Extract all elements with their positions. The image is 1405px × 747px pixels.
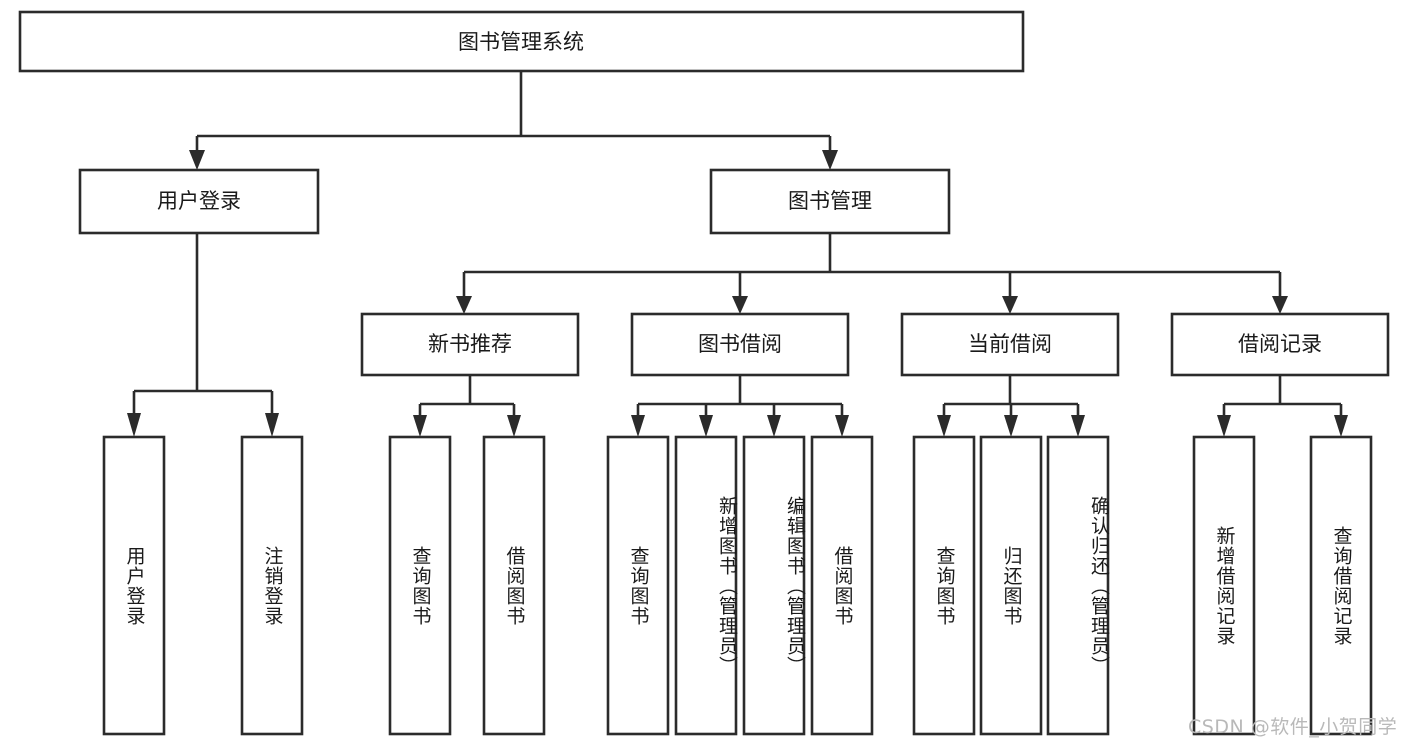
connector-group-new-book-recommend xyxy=(413,375,521,437)
arrow-borrow-record-leaf-1-icon xyxy=(1217,415,1231,437)
node-leaf-query-record-box[interactable] xyxy=(1309,435,1373,736)
node-book-manage-label: 图书管理 xyxy=(788,189,872,213)
arrow-root-to-user-login-icon xyxy=(189,150,205,170)
node-borrow-record[interactable]: 借阅记录 xyxy=(1170,312,1390,377)
node-book-manage[interactable]: 图书管理 xyxy=(709,168,951,235)
node-root-box[interactable] xyxy=(18,10,1025,73)
node-book-manage-box[interactable] xyxy=(709,168,951,235)
arrow-to-current-borrow-icon xyxy=(1002,296,1018,314)
node-user-login[interactable]: 用户登录 xyxy=(78,168,320,235)
connector-group-current-borrow xyxy=(937,375,1085,437)
arrow-user-login-leaf-2-icon xyxy=(265,413,279,437)
node-user-login-box[interactable] xyxy=(78,168,320,235)
arrow-book-borrow-leaf-3-icon xyxy=(767,415,781,437)
connector-group-root xyxy=(189,71,838,170)
node-leaf-add-record-box[interactable] xyxy=(1192,435,1256,736)
node-leaf-user-login-box[interactable] xyxy=(102,435,166,736)
arrow-current-borrow-leaf-2-icon xyxy=(1004,415,1018,437)
arrow-book-borrow-leaf-1-icon xyxy=(631,415,645,437)
node-book-borrow[interactable]: 图书借阅 xyxy=(630,312,850,377)
arrow-new-book-recommend-leaf-2-icon xyxy=(507,415,521,437)
arrow-user-login-leaf-1-icon xyxy=(127,413,141,437)
node-user-login-label: 用户登录 xyxy=(157,189,241,213)
arrow-borrow-record-leaf-2-icon xyxy=(1334,415,1348,437)
node-leaf-borrow-book-2-box[interactable] xyxy=(810,435,874,736)
node-current-borrow[interactable]: 当前借阅 xyxy=(900,312,1120,377)
node-current-borrow-box[interactable] xyxy=(900,312,1120,377)
node-new-book-recommend-label: 新书推荐 xyxy=(428,332,512,356)
arrow-to-borrow-record-icon xyxy=(1272,296,1288,314)
arrow-current-borrow-leaf-1-icon xyxy=(937,415,951,437)
node-book-borrow-label: 图书借阅 xyxy=(698,332,782,356)
node-root-label: 图书管理系统 xyxy=(458,30,584,54)
node-new-book-recommend-box[interactable] xyxy=(360,312,580,377)
arrow-book-borrow-leaf-2-icon xyxy=(699,415,713,437)
connector-group-book-manage xyxy=(456,233,1288,314)
connector-group-book-borrow xyxy=(631,375,849,437)
node-current-borrow-label: 当前借阅 xyxy=(968,332,1052,356)
arrow-book-borrow-leaf-4-icon xyxy=(835,415,849,437)
arrow-current-borrow-leaf-3-icon xyxy=(1071,415,1085,437)
node-leaf-edit-book-box[interactable] xyxy=(742,435,806,736)
node-leaf-query-book-2-box[interactable] xyxy=(606,435,670,736)
connector-group-user-login xyxy=(127,233,279,437)
node-borrow-record-label: 借阅记录 xyxy=(1238,332,1322,356)
node-leaf-confirm-return-box[interactable] xyxy=(1046,435,1110,736)
node-new-book-recommend[interactable]: 新书推荐 xyxy=(360,312,580,377)
arrow-new-book-recommend-leaf-1-icon xyxy=(413,415,427,437)
node-book-borrow-box[interactable] xyxy=(630,312,850,377)
node-leaf-user-logout-box[interactable] xyxy=(240,435,304,736)
node-leaf-query-book-1-box[interactable] xyxy=(388,435,452,736)
arrow-to-book-borrow-icon xyxy=(732,296,748,314)
arrow-root-to-book-manage-icon xyxy=(822,150,838,170)
watermark-text: CSDN @软件_小贺同学 xyxy=(1188,716,1398,738)
arrow-to-new-book-recommend-icon xyxy=(456,296,472,314)
node-leaf-borrow-book-1-box[interactable] xyxy=(482,435,546,736)
connector-group-borrow-record xyxy=(1217,375,1348,437)
leaf-boxes xyxy=(102,435,1373,736)
node-leaf-return-book-box[interactable] xyxy=(979,435,1043,736)
node-root[interactable]: 图书管理系统 xyxy=(18,10,1025,73)
node-leaf-query-book-3-box[interactable] xyxy=(912,435,976,736)
node-borrow-record-box[interactable] xyxy=(1170,312,1390,377)
node-leaf-add-book-box[interactable] xyxy=(674,435,738,736)
